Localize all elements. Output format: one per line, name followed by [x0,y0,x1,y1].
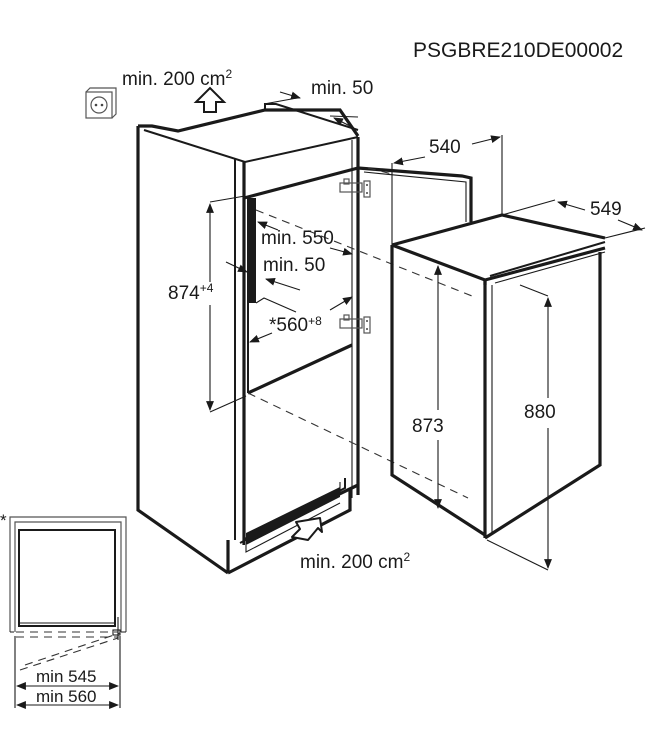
niche-depth-label: min. 550 [261,228,334,249]
bottom-vent-value: min. 200 cm [300,552,404,573]
plan-min-outer-width-label: min 560 [36,687,97,706]
niche-width-footnote-marker: * [269,315,277,336]
top-clearance-label: min. 50 [311,78,374,99]
top-vent-unit-exponent: 2 [225,67,233,81]
appliance-width-label: 540 [429,137,461,158]
airflow-up-arrow-icon [193,86,227,113]
airflow-in-arrow-icon [291,517,323,541]
plan-min-inner-width-label: min 545 [36,667,97,686]
plan-footnote-marker: * [0,511,7,530]
bottom-vent-unit-exponent: 2 [403,550,411,564]
niche-width-value: 560 [276,315,309,336]
top-vent-label: min. 200 cm2 [122,67,233,90]
appliance-total-height-label: 880 [524,402,556,423]
door-hinge-icon [339,178,371,198]
niche-height-value: 874 [168,283,200,304]
niche-width-tolerance: +8 [308,314,322,328]
appliance-body [367,167,606,540]
document-code: PSGBRE210DE00002 [413,39,624,62]
appliance-body-height-label: 873 [412,416,444,437]
appliance-depth-label: 549 [590,199,622,220]
niche-height-label: 874+4 [168,281,214,304]
door-hinge-icon [339,314,371,334]
niche-height-tolerance: +4 [199,281,214,295]
niche-width-label: *560+8 [269,314,322,336]
niche-cabinet [136,103,473,575]
niche-door [357,166,473,222]
top-vent-value: min. 200 cm [122,69,226,90]
plan-view [9,516,127,709]
back-gap-label: min. 50 [263,255,326,276]
bottom-vent-label: min. 200 cm2 [300,550,411,573]
power-socket-icon [85,87,117,119]
